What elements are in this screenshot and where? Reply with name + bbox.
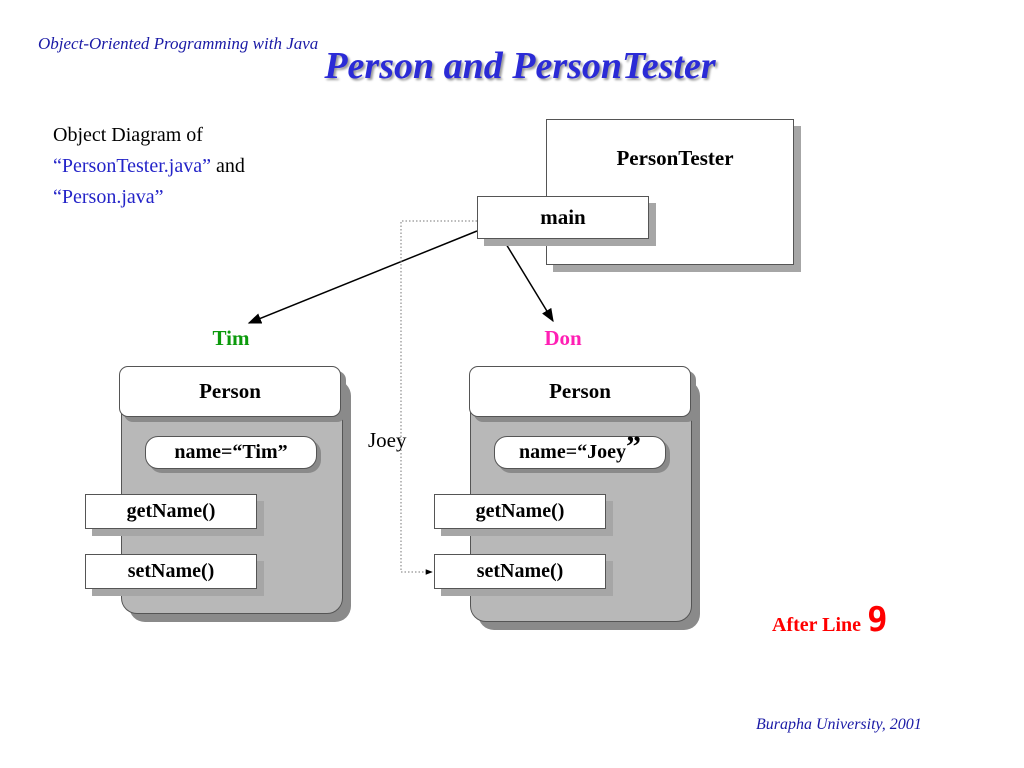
getname-method-tim: getName()	[85, 494, 257, 529]
caption-line-2: “PersonTester.java” and	[53, 151, 245, 182]
ref-name-don: Don	[544, 326, 582, 350]
call-argument-label: Joey	[368, 428, 407, 452]
caption-file-1: “PersonTester.java”	[53, 155, 211, 177]
setname-method-don: setName()	[434, 554, 606, 589]
ref-arrow-don	[502, 238, 554, 323]
course-title: Object-Oriented Programming with Java	[38, 34, 319, 53]
person-class-header-don: Person	[469, 366, 691, 417]
caption-line-3: “Person.java”	[53, 182, 245, 213]
caption-file-2: “Person.java”	[53, 186, 164, 208]
main-method-box: main	[477, 196, 649, 239]
slide-title: Person and PersonTester	[324, 45, 716, 87]
caption-and: and	[210, 155, 245, 177]
name-field-tim: name=“Tim”	[145, 436, 317, 469]
getname-method-don: getName()	[434, 494, 606, 529]
name-field-don: name=“Joey”	[494, 431, 666, 469]
person-tester-label: PersonTester	[616, 146, 734, 170]
person-class-header-tim: Person	[119, 366, 341, 417]
ref-arrow-tim	[247, 230, 478, 324]
ref-name-tim: Tim	[212, 326, 250, 350]
diagram-caption: Object Diagram of “PersonTester.java” an…	[53, 120, 245, 213]
caption-line-1: Object Diagram of	[53, 124, 203, 146]
person-tester-frame	[546, 119, 794, 265]
after-line-label: After Line	[772, 614, 862, 636]
setname-method-tim: setName()	[85, 554, 257, 589]
after-line-number: 9	[867, 600, 888, 640]
footer-institution: Burapha University, 2001	[756, 716, 922, 733]
name-field-don-text: name=“Joey	[519, 441, 626, 463]
setname-call-arrow	[400, 220, 477, 575]
